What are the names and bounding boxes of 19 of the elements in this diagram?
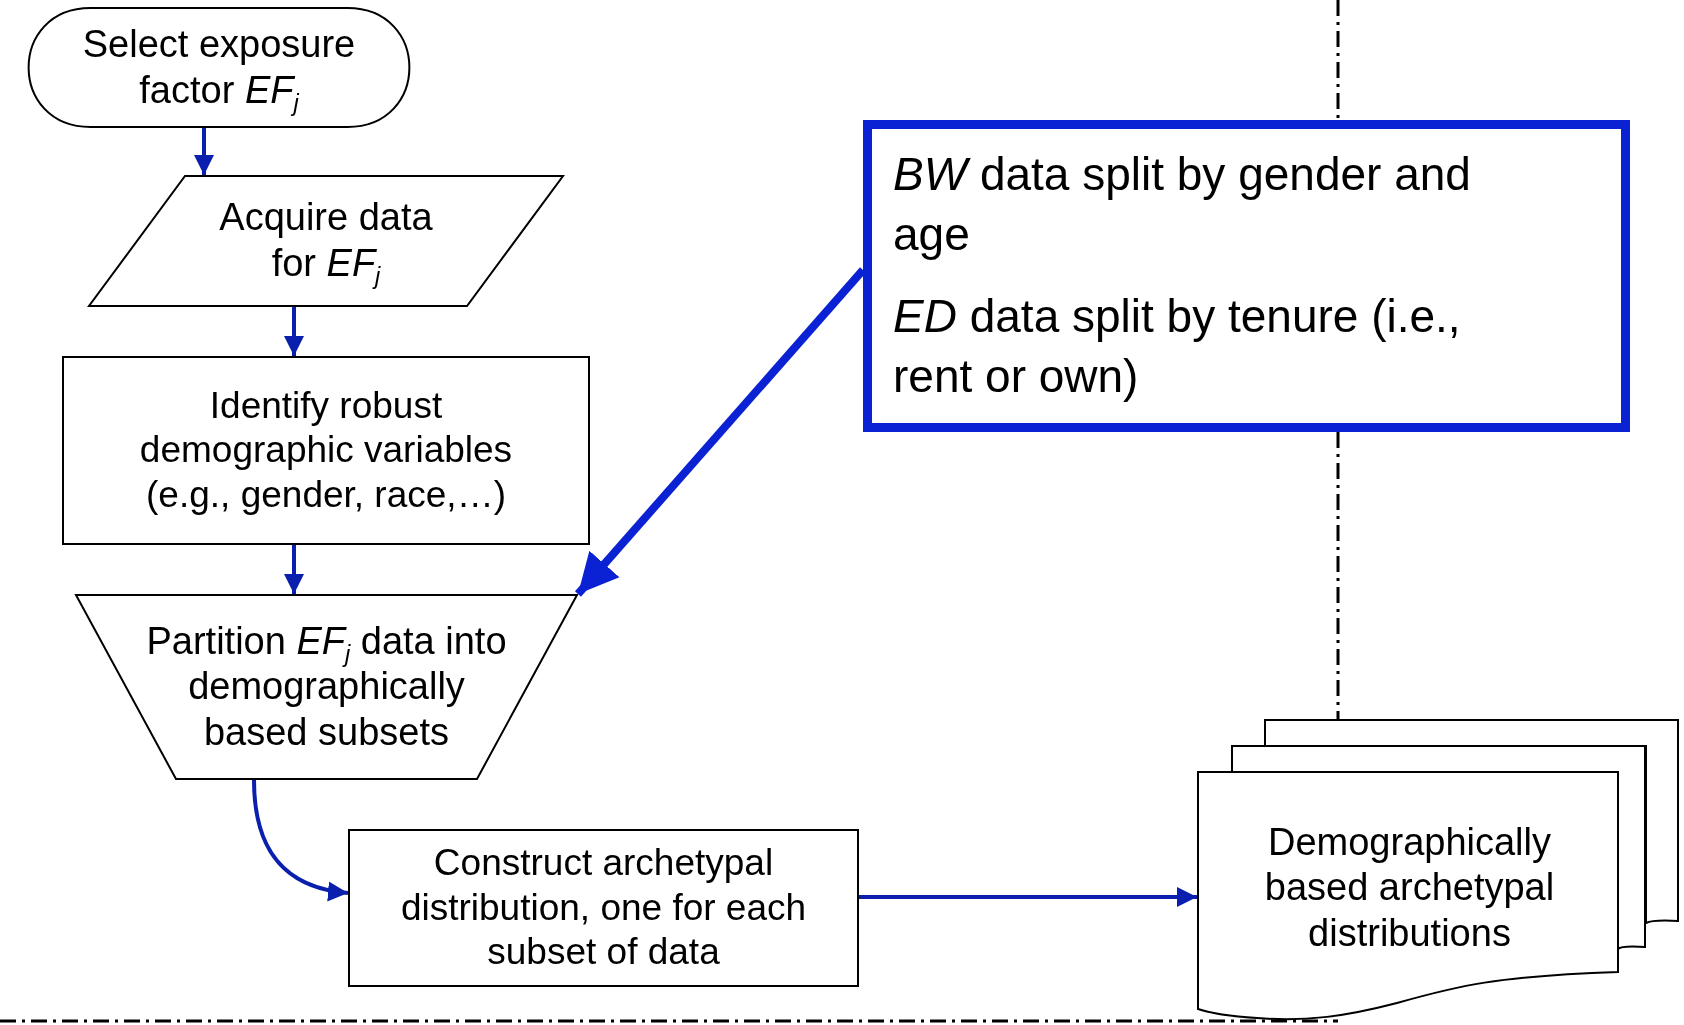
arrow [252,779,349,901]
arrow [194,128,214,175]
note-box [863,120,1630,432]
node-text: Demographically based archetypal distributions [1263,819,1556,956]
node-text: BW data split by gender and age [893,147,1472,263]
node-text: Partition EF$_{j}$ data into demographically based subsets [145,618,508,755]
process-box [348,829,859,987]
node-text: Acquire data for EF$_{j}$ [218,195,434,287]
node-text: Select exposure factor EF$_{j}$ [81,21,357,114]
process-box [62,356,590,545]
data-parallelogram [88,175,564,307]
node-text: ED data split by tenure (i.e., rent or own) [893,289,1462,404]
arrow [284,307,304,356]
arrow [859,887,1197,907]
multi-document-shape [1197,718,1680,1022]
arrow [284,545,304,594]
node-text: Identify robust demographic variables (e.g., gender, race,…) [138,383,514,517]
node-text: Construct archetypal distribution, one for each subset of data [399,841,808,975]
manual-operation-trapezoid [75,594,578,780]
